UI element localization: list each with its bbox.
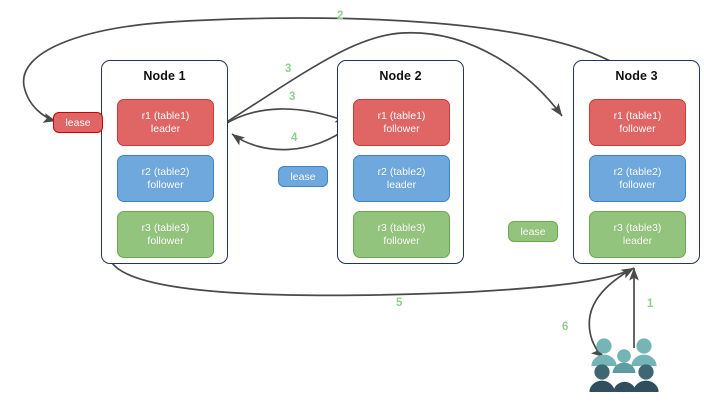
- replica-name: r1 (table1): [613, 109, 662, 122]
- edge-step-3-to-node2: [221, 108, 349, 127]
- replica-role: follower: [619, 178, 656, 191]
- replica-role: follower: [147, 178, 184, 191]
- lease-chip-table3[interactable]: lease: [508, 221, 558, 242]
- replica-role: follower: [619, 122, 656, 135]
- node-container-node-1: Node 1 r1 (table1) leader r2 (table2) fo…: [101, 60, 228, 264]
- node-title: Node 3: [615, 69, 658, 83]
- replica-name: r3 (table3): [613, 221, 662, 234]
- replica-name: r1 (table1): [377, 109, 426, 122]
- replica-role: follower: [147, 234, 184, 247]
- replica-role: leader: [622, 234, 653, 247]
- replica-name: r2 (table2): [141, 165, 190, 178]
- node-container-node-2: Node 2 r1 (table1) follower r2 (table2) …: [337, 60, 464, 264]
- step-label-3b: 3: [289, 91, 296, 103]
- step-label-4: 4: [291, 132, 298, 144]
- replica-name: r3 (table3): [377, 221, 426, 234]
- replica-role: leader: [150, 122, 181, 135]
- lease-label: lease: [65, 116, 91, 129]
- edge-step-5: [111, 262, 635, 297]
- replica-name: r2 (table2): [613, 165, 662, 178]
- lease-chip-table2[interactable]: lease: [278, 166, 328, 187]
- replica-node-1-r3[interactable]: r3 (table3) follower: [117, 211, 214, 258]
- step-label-1: 1: [647, 298, 654, 310]
- users-icon: [589, 338, 659, 392]
- replica-node-1-r1[interactable]: r1 (table1) leader: [117, 99, 214, 146]
- replica-role: follower: [383, 234, 420, 247]
- replica-node-2-r1[interactable]: r1 (table1) follower: [353, 99, 450, 146]
- node-title: Node 1: [143, 69, 186, 83]
- replica-node-2-r2[interactable]: r2 (table2) leader: [353, 155, 450, 202]
- step-label-2: 2: [337, 10, 344, 22]
- node-container-node-3: Node 3 r1 (table1) follower r2 (table2) …: [573, 60, 700, 264]
- replica-node-1-r2[interactable]: r2 (table2) follower: [117, 155, 214, 202]
- lease-chip-table1[interactable]: lease: [53, 112, 103, 133]
- replica-name: r3 (table3): [141, 221, 190, 234]
- replica-role: follower: [383, 122, 420, 135]
- replica-node-2-r3[interactable]: r3 (table3) follower: [353, 211, 450, 258]
- lease-label: lease: [520, 225, 546, 238]
- replica-name: r2 (table2): [377, 165, 426, 178]
- replica-node-3-r1[interactable]: r1 (table1) follower: [589, 99, 686, 146]
- lease-label: lease: [290, 170, 316, 183]
- step-label-5: 5: [396, 297, 403, 309]
- step-label-3a: 3: [285, 63, 292, 75]
- replica-node-3-r2[interactable]: r2 (table2) follower: [589, 155, 686, 202]
- node-title: Node 2: [379, 69, 422, 83]
- replica-role: leader: [386, 178, 417, 191]
- replica-node-3-r3[interactable]: r3 (table3) leader: [589, 211, 686, 258]
- step-label-6: 6: [562, 321, 569, 333]
- replica-name: r1 (table1): [141, 109, 190, 122]
